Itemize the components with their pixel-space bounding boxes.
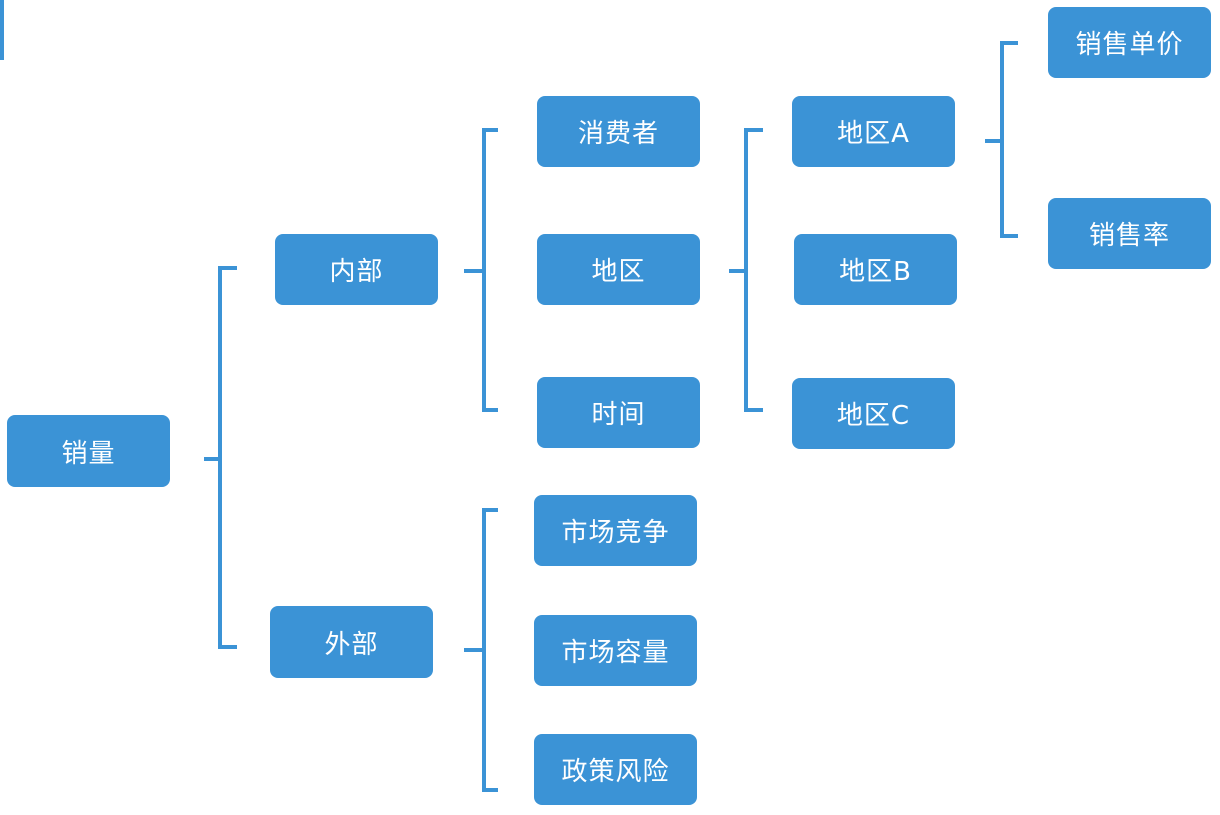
node-time: 时间 bbox=[537, 377, 700, 448]
node-region-a: 地区A bbox=[792, 96, 955, 167]
node-market-competition: 市场竞争 bbox=[534, 495, 697, 566]
node-sales-volume: 销量 bbox=[7, 415, 170, 487]
node-external: 外部 bbox=[270, 606, 433, 678]
node-unit-price: 销售单价 bbox=[1048, 7, 1211, 78]
node-region: 地区 bbox=[537, 234, 700, 305]
bracket-external bbox=[482, 508, 498, 792]
bracket-internal bbox=[482, 128, 498, 412]
node-region-b: 地区B bbox=[794, 234, 957, 305]
node-region-c: 地区C bbox=[792, 378, 955, 449]
node-consumer: 消费者 bbox=[537, 96, 700, 167]
bracket-region-a bbox=[1000, 41, 1018, 238]
bracket-region bbox=[744, 128, 763, 412]
bracket-root bbox=[218, 266, 237, 649]
corner-accent-bar bbox=[0, 0, 4, 60]
node-sales-rate: 销售率 bbox=[1048, 198, 1211, 269]
node-internal: 内部 bbox=[275, 234, 438, 305]
node-market-capacity: 市场容量 bbox=[534, 615, 697, 686]
node-policy-risk: 政策风险 bbox=[534, 734, 697, 805]
